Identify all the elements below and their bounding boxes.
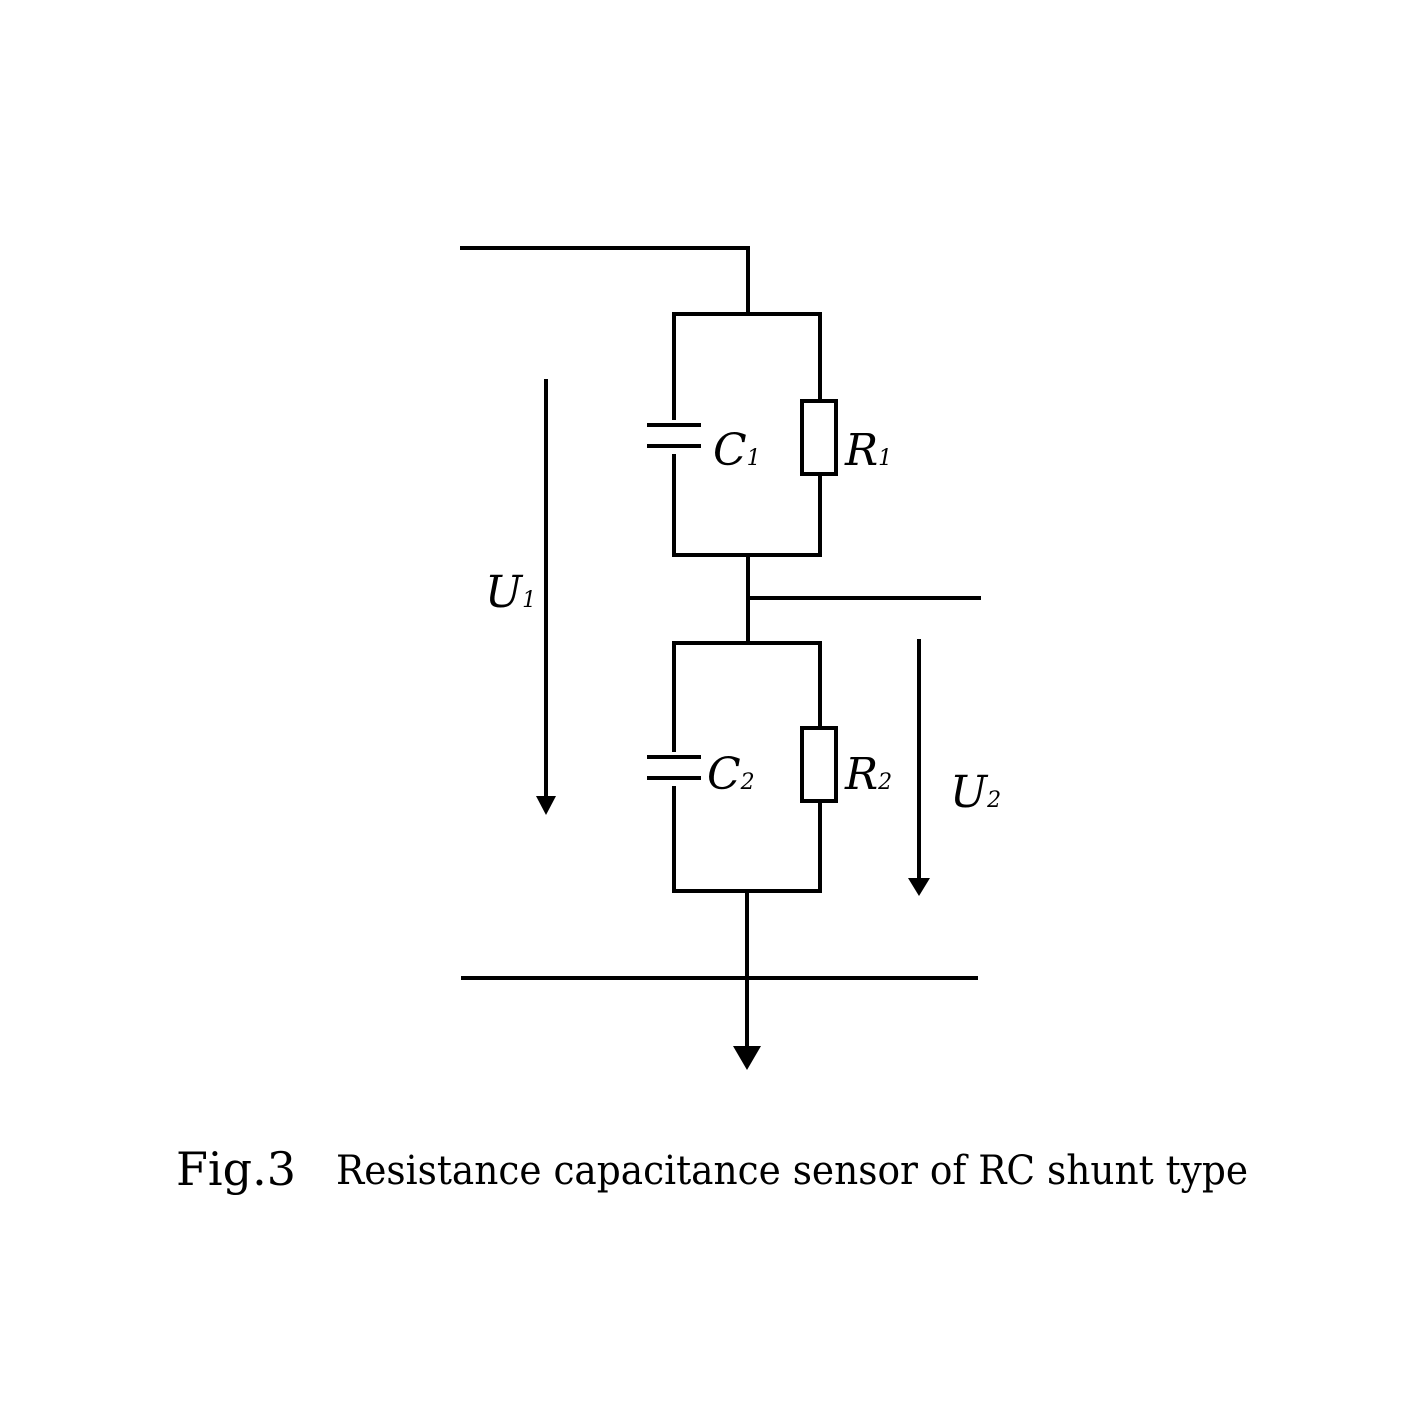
capacitor-c1-icon	[647, 420, 701, 454]
ground-arrow-icon	[733, 1046, 761, 1070]
lower-rc-block	[647, 641, 838, 893]
upper-block-frame	[672, 312, 822, 557]
figure-number: Fig.3	[176, 1142, 296, 1196]
arrow-down-icon	[536, 796, 556, 815]
label-u2: U2	[950, 767, 1001, 818]
resistor-r1-icon	[800, 399, 838, 476]
u1-voltage-arrow	[536, 379, 556, 815]
resistor-r2-icon	[800, 726, 838, 803]
figure-caption: Resistance capacitance sensor of RC shun…	[336, 1148, 1248, 1194]
top-input-wire	[460, 246, 750, 314]
label-c1: C1	[713, 425, 761, 476]
label-r1: R1	[844, 425, 892, 476]
capacitor-c2-icon	[647, 752, 701, 786]
label-u1: U1	[485, 567, 536, 618]
u2-voltage-arrow	[908, 639, 930, 896]
label-c2: C2	[707, 749, 755, 800]
arrow-down-icon	[908, 878, 930, 896]
lower-block-frame	[672, 641, 822, 893]
label-r2: R2	[844, 749, 892, 800]
